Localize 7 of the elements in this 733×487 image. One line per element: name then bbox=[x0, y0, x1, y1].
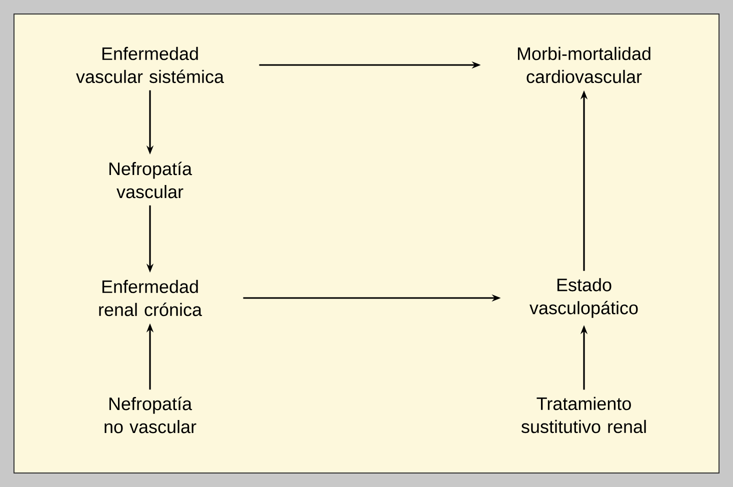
node-text: Enfermedad renal crónica bbox=[99, 280, 202, 316]
node-text: Morbi-mortalidad cardiovascular bbox=[518, 46, 650, 84]
node-text: Estado vasculopático bbox=[530, 278, 638, 318]
node-text: Nefropatía vascular bbox=[109, 162, 192, 198]
node-text: Enfermedad vascular sistémica bbox=[76, 46, 224, 84]
node-text: Nefropatía no vascular bbox=[104, 396, 196, 434]
node-text: Tratamiento sustitutivo renal bbox=[521, 396, 646, 434]
